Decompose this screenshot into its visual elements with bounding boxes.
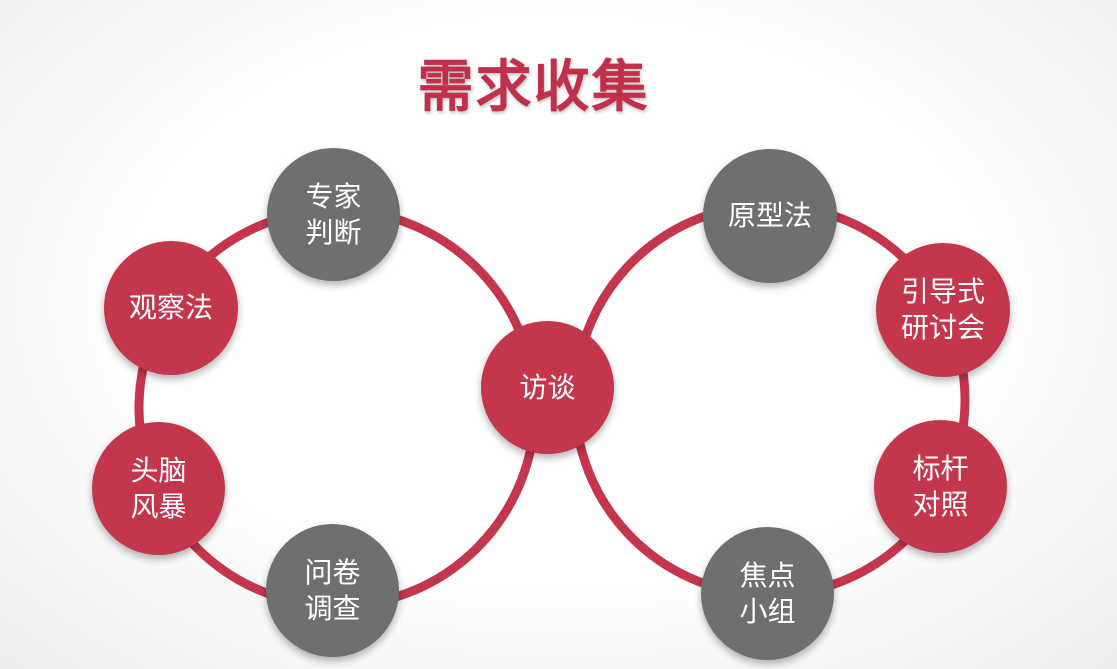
node-brainstorm: 头脑 风暴 [92, 422, 225, 555]
page-title: 需求收集 [417, 55, 650, 120]
node-questionnaire: 问卷 调查 [266, 524, 399, 657]
node-facilitated-workshop: 引导式 研讨会 [876, 243, 1010, 377]
node-observation: 观察法 [104, 241, 238, 375]
node-focus-group: 焦点 小组 [701, 527, 834, 660]
node-expert-judgment: 专家 判断 [267, 148, 400, 281]
node-benchmarking: 标杆 对照 [874, 420, 1007, 553]
node-prototype: 原型法 [703, 149, 837, 283]
node-interview: 访谈 [481, 321, 614, 454]
